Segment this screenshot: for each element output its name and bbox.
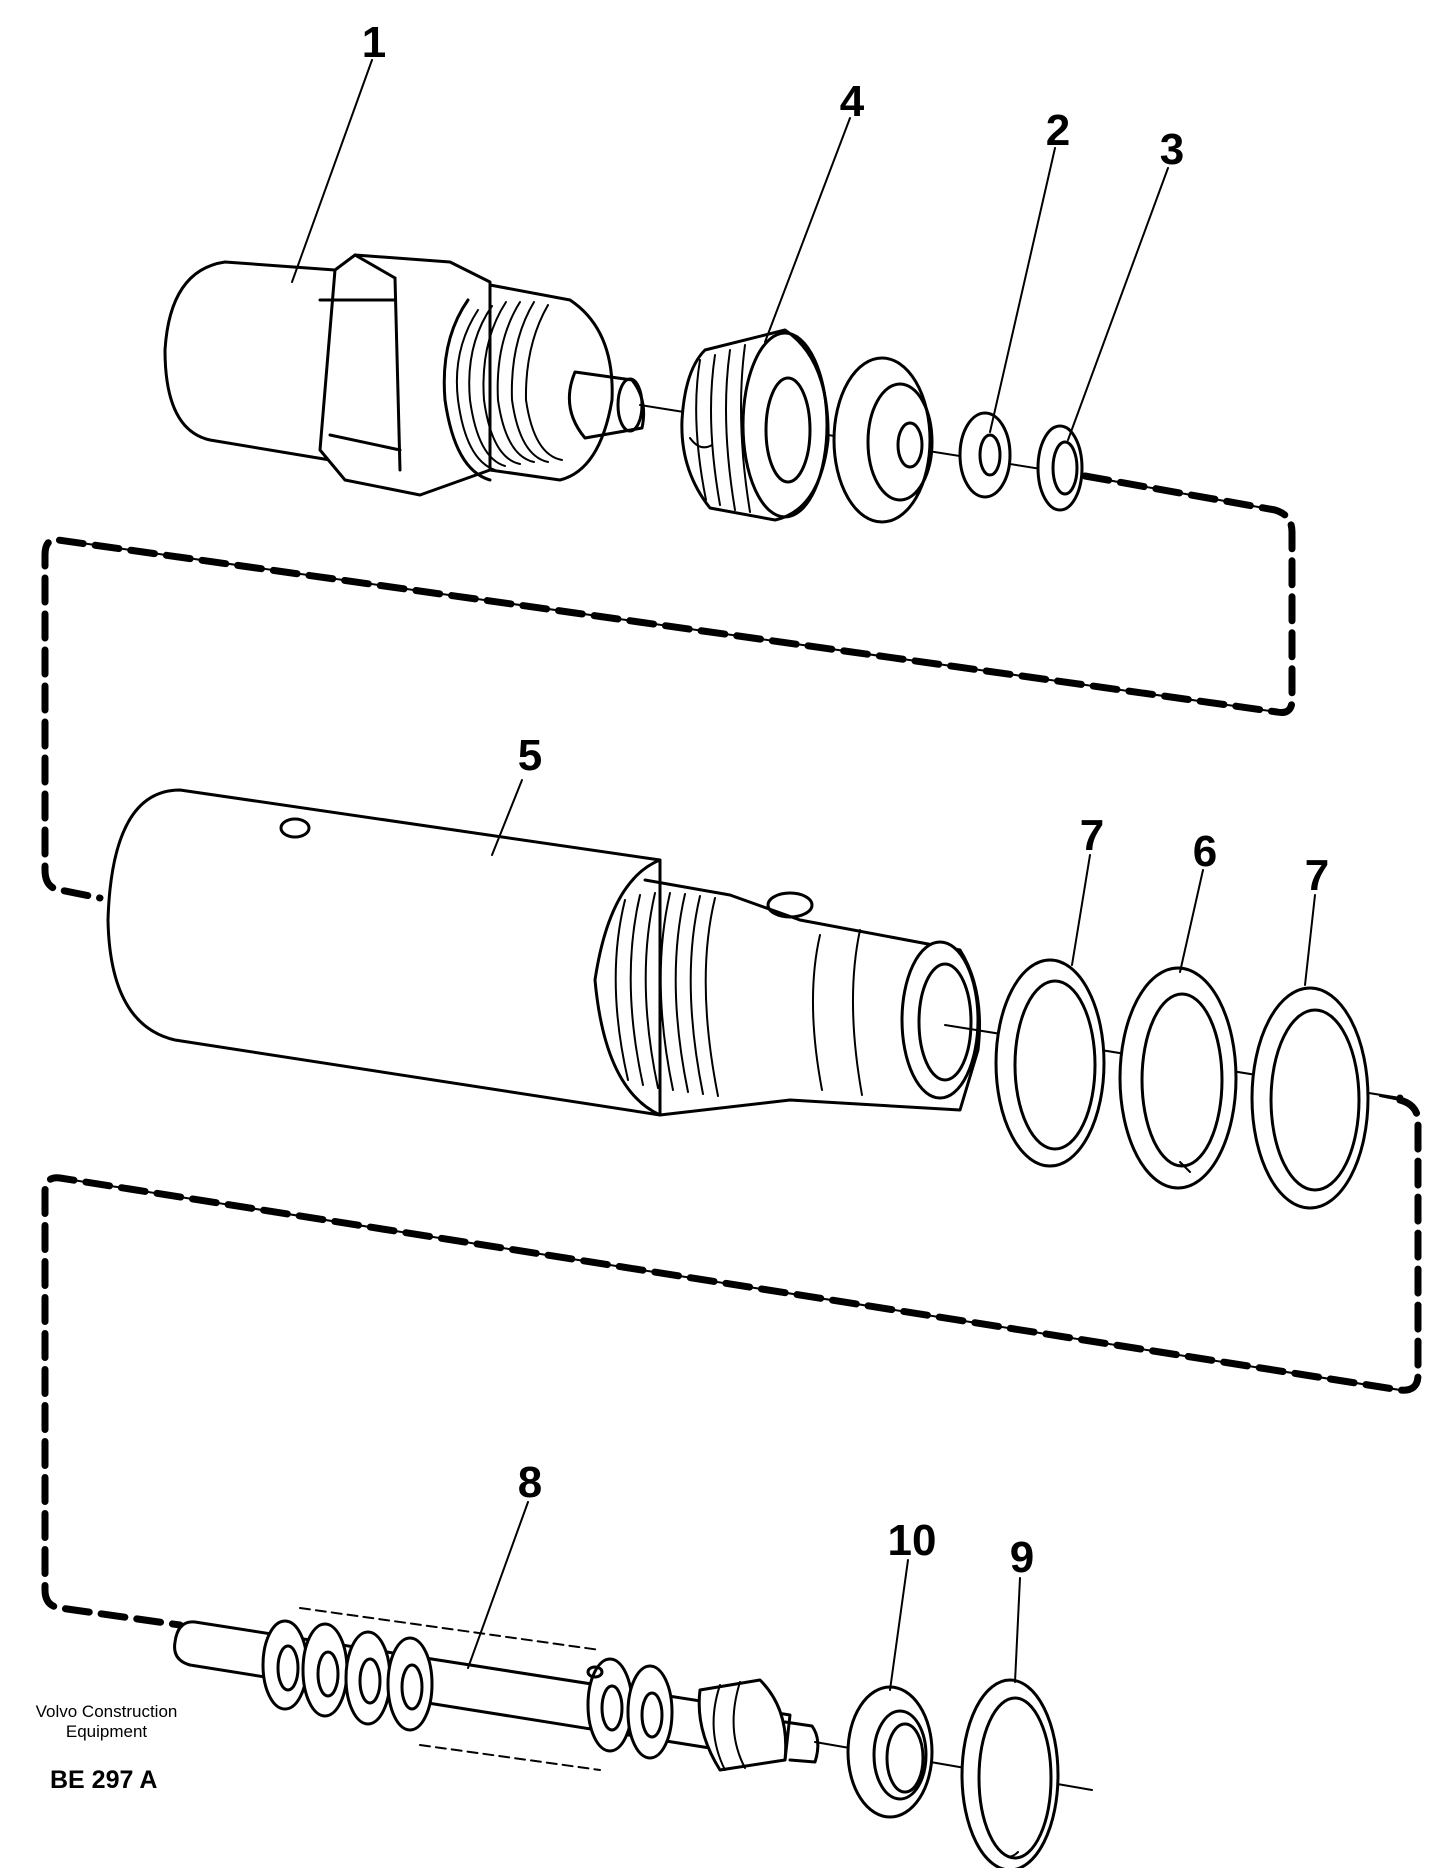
part-3-circlip [1036,424,1084,512]
brand-line-1: Volvo Construction [35,1702,178,1721]
figure-code: BE 297 A [50,1766,158,1794]
part-8-spool-assembly [173,1607,820,1772]
callout-9: 9 [1010,1533,1034,1582]
leader-lines [291,59,1316,1691]
callout-10: 10 [888,1516,937,1565]
washer-seat [832,356,934,524]
part-6-seal-ring [1118,966,1238,1190]
part-5-valve-body [106,788,981,1117]
brand-caption: Volvo Construction Equipment [14,1702,199,1742]
callout-2: 2 [1046,106,1070,155]
callout-6: 6 [1193,827,1217,876]
part-7b-backup-ring [1250,986,1370,1210]
part-4-slotted-nut [680,328,830,522]
part-7a-backup-ring [994,958,1106,1168]
part-9-circlip [960,1678,1060,1868]
callout-7b: 7 [1305,851,1329,900]
callout-3: 3 [1160,125,1184,174]
brand-line-2: Equipment [65,1722,148,1741]
part-2-ring [958,411,1012,499]
callout-5: 5 [518,731,542,780]
connector-2-3 [41,1094,1422,1629]
callout-7a: 7 [1080,811,1104,860]
callout-1: 1 [362,18,386,67]
part-1-plug [163,253,646,497]
part-10-bushing [846,1685,934,1819]
callout-8: 8 [518,1458,542,1507]
callout-4: 4 [840,77,865,126]
